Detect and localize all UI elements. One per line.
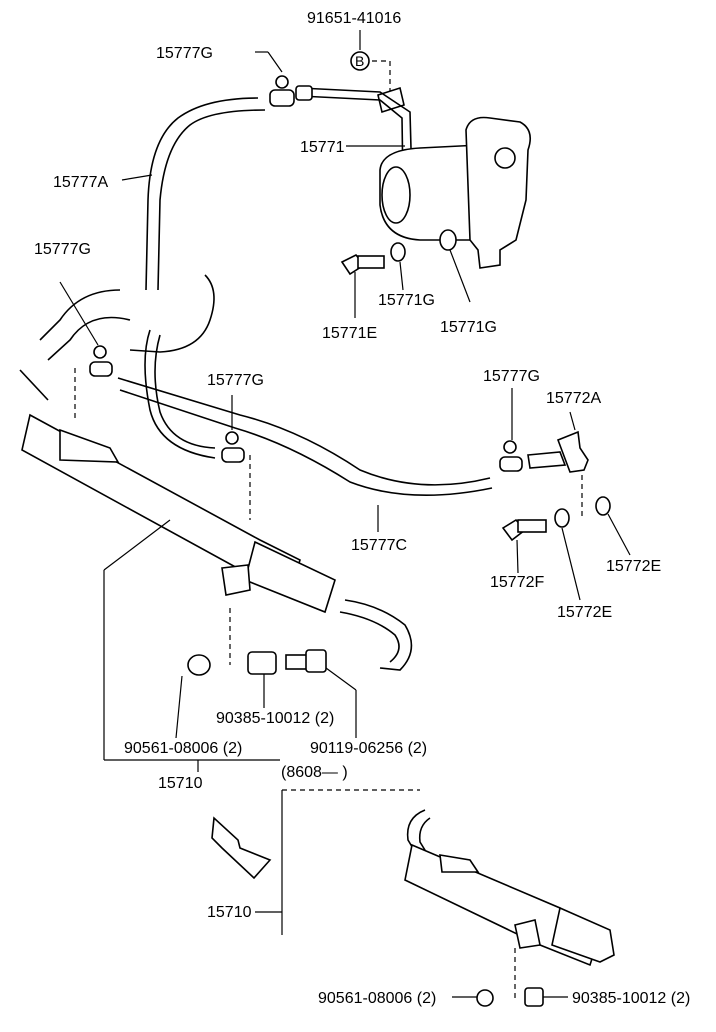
label-washer-772e-a: 15772E — [606, 558, 661, 575]
label-bracket: 15772A — [546, 390, 601, 407]
label-hose-c: 15777C — [351, 537, 407, 554]
cushion-90561-icon — [187, 654, 211, 676]
hose-15777c-icon — [117, 377, 491, 486]
nut-90385-icon — [247, 651, 277, 675]
label-cushion-bottom: 90561-08006 (2) — [318, 990, 436, 1007]
label-bolt-e: 15771E — [322, 325, 377, 342]
label-washer-b: 15771G — [440, 319, 497, 336]
badge-bolt-icon: B — [350, 51, 370, 71]
label-clamp-right: 15777G — [483, 368, 540, 385]
nut-bottom-icon — [524, 987, 544, 1007]
label-hose-a: 15777A — [53, 174, 108, 191]
badge-letter: B — [355, 53, 364, 69]
hose-15777a-icon — [157, 109, 266, 291]
label-nut-bottom: 90385-10012 (2) — [572, 990, 690, 1007]
hose-return-icon — [129, 274, 215, 353]
clamp-top-icon — [269, 75, 295, 107]
label-washer-a: 15771G — [378, 292, 435, 309]
steering-rack-icon — [19, 369, 413, 671]
label-bolt-772f: 15772F — [490, 574, 544, 591]
clamp-left-icon — [89, 345, 113, 377]
label-clamp-left: 15777G — [34, 241, 91, 258]
bolt-15771e-icon — [340, 253, 385, 276]
washer-15771g-a-icon — [390, 242, 406, 262]
label-assembly-alt: 15710 — [207, 904, 252, 921]
bolt-15772f-icon — [501, 518, 547, 542]
label-date-range: (8608— ) — [281, 764, 348, 781]
label-tube-main: 15771 — [300, 139, 345, 156]
washer-15771g-b-icon — [439, 229, 457, 251]
clamp-right-icon — [499, 440, 523, 472]
label-cushion-90561: 90561-08006 (2) — [124, 740, 242, 757]
label-top-bolt: 91651-41016 — [307, 10, 401, 27]
label-clamp-top: 15777G — [156, 45, 213, 62]
power-steering-pump-icon — [379, 116, 531, 269]
direction-arrow-icon — [211, 816, 272, 880]
label-nut-90385: 90385-10012 (2) — [216, 710, 334, 727]
clamp-mid-icon — [221, 431, 245, 463]
bracket-15772a-icon — [527, 430, 589, 473]
washer-15772e-a-icon — [595, 496, 611, 516]
bolt-90119-icon — [285, 649, 327, 673]
washer-15772e-b-icon — [554, 508, 570, 528]
label-assembly-main: 15710 — [158, 775, 203, 792]
label-bolt-90119: 90119-06256 (2) — [310, 740, 427, 757]
steering-rack-alt-icon — [404, 809, 615, 967]
label-washer-772e-b: 15772E — [557, 604, 612, 621]
cushion-bottom-icon — [476, 989, 494, 1007]
label-clamp-mid: 15777G — [207, 372, 264, 389]
